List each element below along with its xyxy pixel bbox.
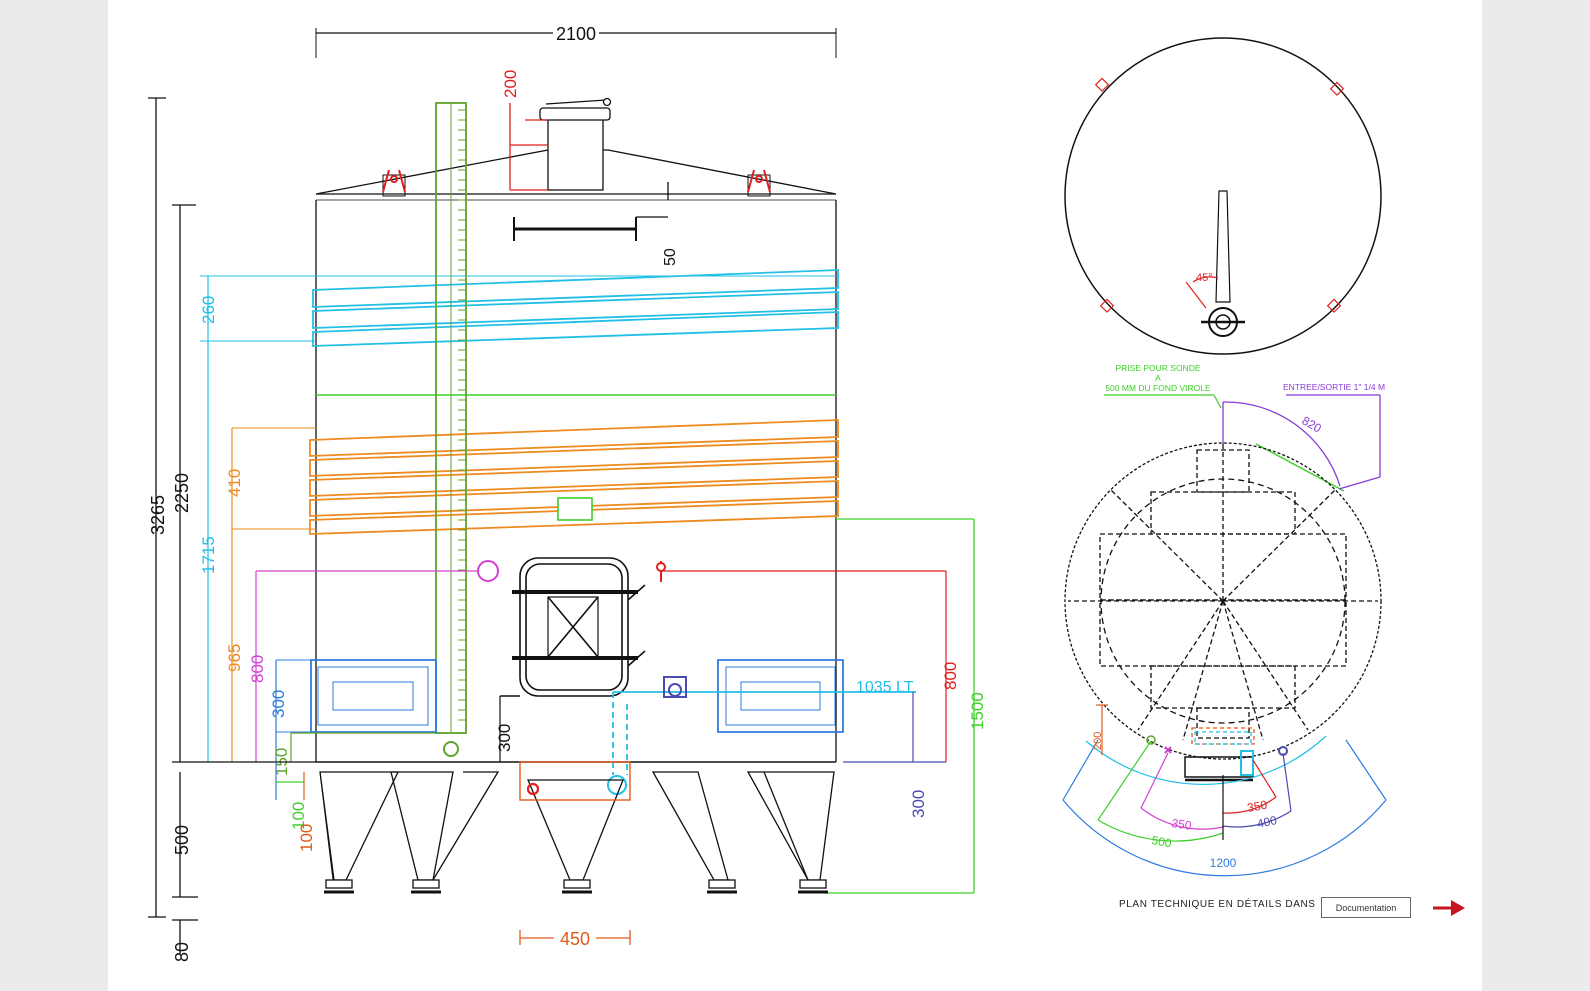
orange-cooling-belt bbox=[231, 419, 839, 762]
bottom-plan-view bbox=[1064, 442, 1382, 782]
probe-annotation: PRISE POUR SONDE A 500 MM DU FOND VIROLE bbox=[1104, 363, 1345, 492]
plan-350-mag-label: 350 bbox=[1171, 816, 1193, 833]
level-gauge bbox=[435, 102, 467, 757]
plan-1200-label: 1200 bbox=[1210, 856, 1237, 870]
footer-text: PLAN TECHNIQUE EN DÉTAILS DANS bbox=[1119, 899, 1316, 910]
capacity-label: 1035 LT bbox=[856, 679, 914, 696]
dim-800-magenta-label: 800 bbox=[248, 655, 267, 683]
probe-line-2: A bbox=[1155, 373, 1161, 383]
dim-2100-label: 2100 bbox=[556, 24, 596, 44]
cyan-cooling-belt bbox=[200, 269, 839, 762]
magenta-valve bbox=[255, 560, 499, 762]
cooling-plates bbox=[275, 659, 844, 762]
technical-drawing: 2100 50 200 bbox=[148, 24, 1387, 962]
plan-400-label: 400 bbox=[1256, 813, 1279, 831]
arc-820-label: 820 bbox=[1300, 413, 1325, 435]
angle-45-label: 45° bbox=[1196, 272, 1213, 284]
dim-100-orange-label: 100 bbox=[297, 824, 316, 852]
gauge-ticks bbox=[458, 109, 466, 721]
red-sample-valve bbox=[656, 561, 947, 762]
probe-line-3: 500 MM DU FOND VIROLE bbox=[1105, 383, 1211, 393]
dim-800-red-label: 800 bbox=[941, 662, 960, 690]
plan-200-label: 200 bbox=[1092, 732, 1104, 750]
dim-450-label: 450 bbox=[560, 929, 590, 949]
drawing-sheet: 2100 50 200 bbox=[108, 0, 1482, 991]
overall-height-dims bbox=[148, 97, 316, 955]
dim-1715-label: 1715 bbox=[199, 536, 218, 574]
dimension-2100: 2100 bbox=[315, 24, 837, 58]
plan-350-red-label: 350 bbox=[1246, 798, 1268, 815]
bottom-small-dims bbox=[275, 762, 305, 800]
plan-500-label: 500 bbox=[1150, 833, 1172, 850]
dim-100-green-label: 100 bbox=[289, 802, 308, 830]
dim-300-navy-label: 300 bbox=[909, 790, 928, 818]
probe-line-1: PRISE POUR SONDE bbox=[1115, 363, 1200, 373]
capacity-line bbox=[607, 676, 916, 795]
dim-200-label: 200 bbox=[501, 70, 520, 98]
dim-50-label: 50 bbox=[662, 248, 679, 266]
documentation-button[interactable]: Documentation bbox=[1321, 897, 1411, 918]
navy-dim-300 bbox=[843, 692, 946, 763]
dim-410-label: 410 bbox=[225, 469, 244, 497]
dim-300-blue-label: 300 bbox=[269, 690, 288, 718]
dim-1500-label: 1500 bbox=[968, 692, 987, 730]
green-dim-1500 bbox=[823, 518, 975, 894]
tank-legs bbox=[319, 761, 835, 894]
dim-260-label: 260 bbox=[199, 296, 218, 324]
inout-annotation bbox=[1222, 394, 1381, 490]
probe-port bbox=[557, 497, 593, 521]
lifting-lugs bbox=[382, 169, 771, 197]
dim-965-label: 965 bbox=[225, 644, 244, 672]
dim-80-label: 80 bbox=[172, 942, 192, 962]
olive-dim-150 bbox=[290, 732, 436, 762]
dim-500-legs-label: 500 bbox=[172, 825, 192, 855]
dim-300-outlet-label: 300 bbox=[495, 724, 514, 752]
bottom-plan-dims bbox=[1062, 704, 1387, 877]
inout-label: ENTREE/SORTIE 1" 1/4 M bbox=[1283, 382, 1385, 392]
top-plan-view bbox=[1064, 37, 1382, 355]
dim-2250-label: 2250 bbox=[172, 473, 192, 513]
manway-door bbox=[499, 557, 646, 762]
arrow-right-icon[interactable] bbox=[1433, 899, 1465, 917]
dimension-200 bbox=[509, 103, 548, 191]
dim-3265-label: 3265 bbox=[148, 495, 168, 535]
